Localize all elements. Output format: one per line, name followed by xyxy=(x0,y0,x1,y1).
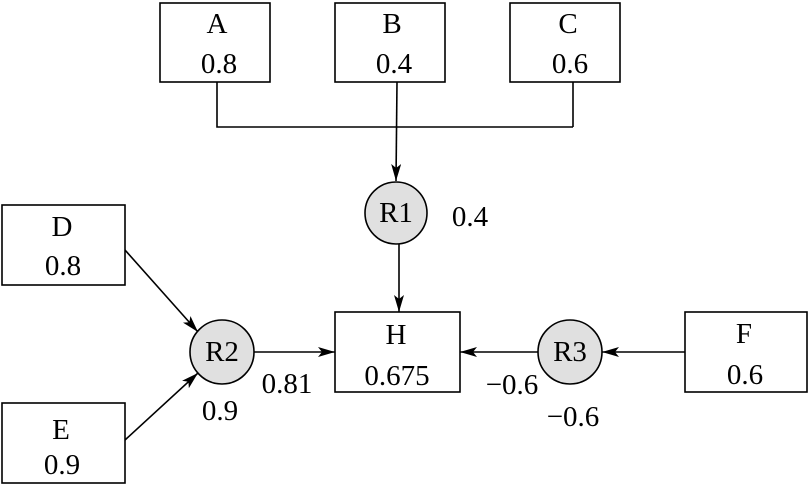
node-c-value: 0.6 xyxy=(552,48,588,80)
rule-r3: R3 −0.6 −0.6 xyxy=(486,319,603,433)
node-c-name: C xyxy=(558,8,577,40)
rule-r3-name: R3 xyxy=(553,336,587,368)
node-e-name: E xyxy=(52,414,70,446)
rule-r2-result: 0.81 xyxy=(262,368,313,400)
rule-r1: R1 0.4 xyxy=(364,181,489,245)
node-d-name: D xyxy=(52,211,73,243)
node-h-name: H xyxy=(386,319,407,351)
node-h: H 0.675 xyxy=(334,311,461,393)
edges xyxy=(124,81,685,441)
rule-r3-result: −0.6 xyxy=(486,369,539,401)
node-f-name: F xyxy=(736,318,752,350)
node-c-box xyxy=(509,2,621,83)
node-f: F 0.6 xyxy=(684,311,808,393)
rule-r2-value: 0.9 xyxy=(202,395,238,427)
rule-r2-circle xyxy=(189,319,255,385)
node-b-box xyxy=(334,2,446,83)
node-b-name: B xyxy=(382,8,401,40)
rule-r1-circle xyxy=(364,181,428,245)
node-e-value: 0.9 xyxy=(44,449,80,481)
node-f-value: 0.6 xyxy=(727,359,763,391)
edge-e-to-r2 xyxy=(124,372,199,441)
edge-d-to-r2 xyxy=(124,249,199,333)
node-h-box xyxy=(334,311,461,393)
node-a-box xyxy=(159,2,271,83)
node-e-box xyxy=(1,402,126,484)
edge-b-to-r1 xyxy=(391,81,402,182)
node-a-value: 0.8 xyxy=(201,48,237,80)
node-c: C 0.6 xyxy=(509,2,621,83)
node-a: A 0.8 xyxy=(159,2,271,83)
rule-r2: R2 0.9 0.81 xyxy=(189,319,313,427)
node-b-value: 0.4 xyxy=(376,48,413,80)
edge-a-join xyxy=(216,82,573,128)
node-f-box xyxy=(684,311,808,393)
node-d-box xyxy=(1,204,126,286)
node-e: E 0.9 xyxy=(1,402,126,484)
node-d-value: 0.8 xyxy=(45,250,81,282)
node-b: B 0.4 xyxy=(334,2,446,83)
node-d: D 0.8 xyxy=(1,204,126,286)
rule-r1-name: R1 xyxy=(379,197,413,229)
rule-r2-name: R2 xyxy=(205,336,239,368)
node-h-value: 0.675 xyxy=(364,360,429,392)
rule-r3-circle xyxy=(537,319,603,385)
rule-r1-value: 0.4 xyxy=(452,201,489,233)
rule-r3-value: −0.6 xyxy=(547,401,600,433)
node-a-name: A xyxy=(207,8,228,40)
